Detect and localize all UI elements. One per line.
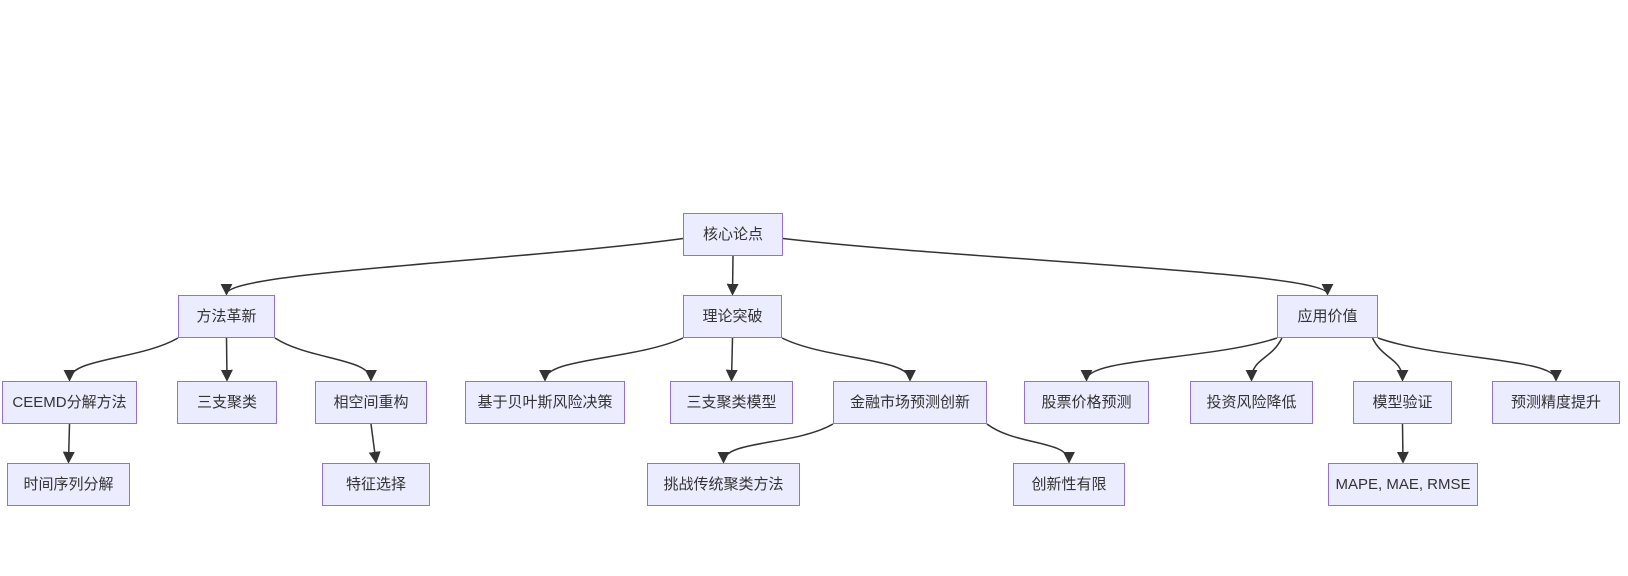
flowchart-node-method: 方法革新 — [178, 295, 275, 338]
flowchart-node-tsd: 时间序列分解 — [7, 463, 130, 506]
edge-ceemd-tsd — [62, 423, 75, 464]
flowchart-node-risk: 投资风险降低 — [1190, 381, 1313, 424]
edge-group — [62, 237, 1562, 464]
flowchart-node-core: 核心论点 — [683, 213, 783, 256]
edge-method-ceemd — [63, 337, 179, 382]
flowchart-node-limited: 创新性有限 — [1013, 463, 1125, 506]
edge-application-stock — [1080, 337, 1278, 382]
flowchart-node-theory: 理论突破 — [683, 295, 782, 338]
flowchart-node-three_way: 三支聚类 — [177, 381, 277, 424]
flowchart-node-three_way_model: 三支聚类模型 — [670, 381, 793, 424]
edge-core-application — [782, 237, 1334, 296]
flowchart-node-ceemd: CEEMD分解方法 — [2, 381, 137, 424]
edge-finance-challenge — [717, 423, 834, 464]
flowchart-node-application: 应用价值 — [1277, 295, 1378, 338]
edge-theory-three_way_model — [725, 337, 738, 382]
edge-application-risk — [1245, 337, 1283, 382]
edge-method-phase_space — [274, 337, 377, 382]
edge-method-three_way — [220, 337, 233, 382]
flowchart-node-phase_space: 相空间重构 — [315, 381, 427, 424]
flowchart-node-stock: 股票价格预测 — [1024, 381, 1149, 424]
flowchart-node-feature: 特征选择 — [322, 463, 430, 506]
edge-theory-finance — [781, 337, 916, 382]
flowchart-node-finance: 金融市场预测创新 — [833, 381, 987, 424]
flowchart-node-accuracy: 预测精度提升 — [1492, 381, 1620, 424]
edge-phase_space-feature — [368, 423, 381, 464]
flowchart-node-validation: 模型验证 — [1353, 381, 1452, 424]
flowchart-node-bayes: 基于贝叶斯风险决策 — [465, 381, 625, 424]
flowchart-node-challenge: 挑战传统聚类方法 — [647, 463, 800, 506]
edge-core-theory — [726, 255, 739, 296]
flowchart-node-metrics: MAPE, MAE, RMSE — [1328, 463, 1478, 506]
edge-theory-bayes — [539, 337, 684, 382]
edge-application-validation — [1371, 337, 1409, 382]
edge-finance-limited — [986, 423, 1075, 464]
edge-validation-metrics — [1396, 423, 1409, 464]
edge-application-accuracy — [1377, 337, 1562, 382]
edge-core-method — [220, 237, 684, 296]
